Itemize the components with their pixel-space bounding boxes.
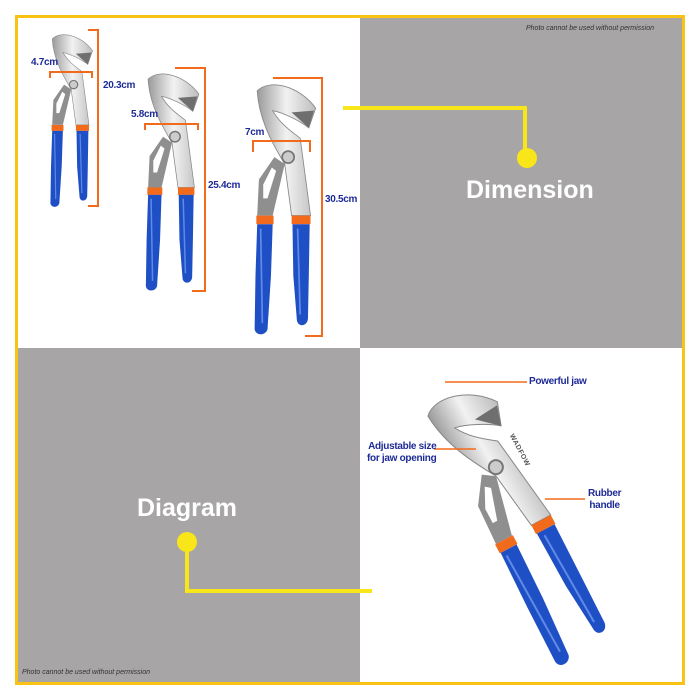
label-rubber-line2: handle xyxy=(589,500,620,511)
label-rubber-handle: Rubber handle xyxy=(588,488,622,512)
length-large: 30.5cm xyxy=(325,194,358,205)
pliers-large xyxy=(253,83,317,336)
diagram-leaders xyxy=(434,381,585,500)
length-small: 20.3cm xyxy=(103,80,136,91)
label-adjustable-size: Adjustable size for jaw opening xyxy=(367,441,437,465)
diagram-title: Diagram xyxy=(137,494,238,522)
watermark-bottom: Photo cannot be used without permission xyxy=(22,669,151,676)
jaw-size-medium: 5.8cm xyxy=(131,109,158,120)
jaw-size-large: 7cm xyxy=(245,127,265,138)
yellow-frame xyxy=(15,15,685,685)
diagram-connector xyxy=(177,532,372,593)
label-powerful-jaw: Powerful jaw xyxy=(529,376,587,387)
label-adjustable-line2: for jaw opening xyxy=(367,453,437,464)
label-rubber-line1: Rubber xyxy=(588,488,622,499)
length-medium: 25.4cm xyxy=(208,180,241,191)
jaw-size-small: 4.7cm xyxy=(31,57,58,68)
dimension-title: Dimension xyxy=(466,176,594,204)
dimension-connector xyxy=(343,106,537,168)
pliers-diagram xyxy=(420,376,623,669)
diagram-panel xyxy=(360,348,682,682)
pliers-medium xyxy=(145,73,200,292)
dimension-brackets xyxy=(49,29,323,337)
diagram-title-panel xyxy=(18,348,360,682)
watermark-top: Photo cannot be used without permission xyxy=(526,25,655,32)
label-adjustable-line1: Adjustable size xyxy=(368,441,437,452)
dimension-title-panel xyxy=(360,18,682,348)
